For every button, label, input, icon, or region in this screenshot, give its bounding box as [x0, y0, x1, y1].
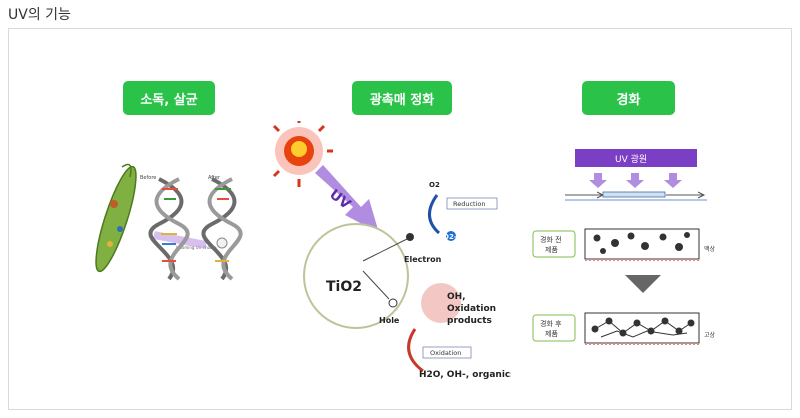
- uv-photon-label: Incoming UV Photon: [176, 245, 217, 250]
- tio2-particle: [303, 223, 409, 329]
- reactants-label: H2O, OH-, organics: [419, 370, 511, 380]
- before-curing-line-1: 경화 전: [540, 235, 562, 244]
- dna-helix-before: [148, 177, 190, 281]
- disinfection-badge: 소독, 살균: [123, 81, 215, 115]
- after-curing-line-1: 경화 후: [540, 319, 562, 328]
- dna-illustration: Before After Incoming UV Photon: [95, 163, 243, 281]
- liquid-state-label: 액상: [704, 245, 716, 253]
- solid-state-label: 고상: [704, 331, 716, 339]
- curing-badge: 경화: [582, 81, 675, 115]
- oxidation-products-line-2: Oxidation: [447, 304, 496, 314]
- reduction-label: Reduction: [453, 200, 486, 208]
- page-title: UV의 기능: [8, 7, 71, 23]
- dna-before-label: Before: [140, 175, 156, 181]
- curing-diagram: UV 광원 경화 전 제품 액상 경화 후 제품: [532, 149, 716, 345]
- photocatalyst-badge: 광촉매 정화: [352, 81, 452, 115]
- electron-label: Electron: [404, 255, 442, 264]
- uv-down-arrows: [589, 173, 682, 188]
- after-curing-line-2: 제품: [545, 330, 558, 338]
- hole-dot: [388, 298, 398, 308]
- functions-panel: 소독, 살균 광촉매 정화 경화 Before After Incoming U…: [8, 28, 792, 410]
- o2-minus-label: O2-: [443, 233, 457, 241]
- superoxide-icon: [446, 231, 456, 241]
- uv-arrow-icon: [315, 165, 379, 233]
- oxidation-products-line-3: products: [447, 316, 492, 326]
- uv-source-bar: [575, 149, 697, 167]
- oxidation-label: Oxidation: [430, 349, 461, 357]
- photocatalysis-diagram: UV TiO2 Electron Hole O2 Reduction O2- O…: [272, 121, 511, 380]
- uv-source-label: UV 광원: [615, 153, 647, 165]
- before-curing-line-2: 제품: [545, 246, 558, 254]
- dna-after-label: After: [208, 175, 221, 181]
- o2-label: O2: [429, 181, 440, 189]
- oxidation-burst-icon: [421, 283, 461, 323]
- uv-label: UV: [326, 187, 353, 213]
- tio2-label: TiO2: [326, 279, 362, 295]
- transition-arrow-icon: [625, 275, 661, 293]
- microorganism-icon: [95, 163, 137, 273]
- hole-label: Hole: [379, 316, 400, 325]
- electron-dot: [406, 233, 414, 241]
- oxidation-products-line-1: OH,: [447, 292, 466, 302]
- solid-product-box: [584, 312, 700, 344]
- dna-helix-after: [201, 177, 243, 281]
- sun-icon: [272, 121, 333, 187]
